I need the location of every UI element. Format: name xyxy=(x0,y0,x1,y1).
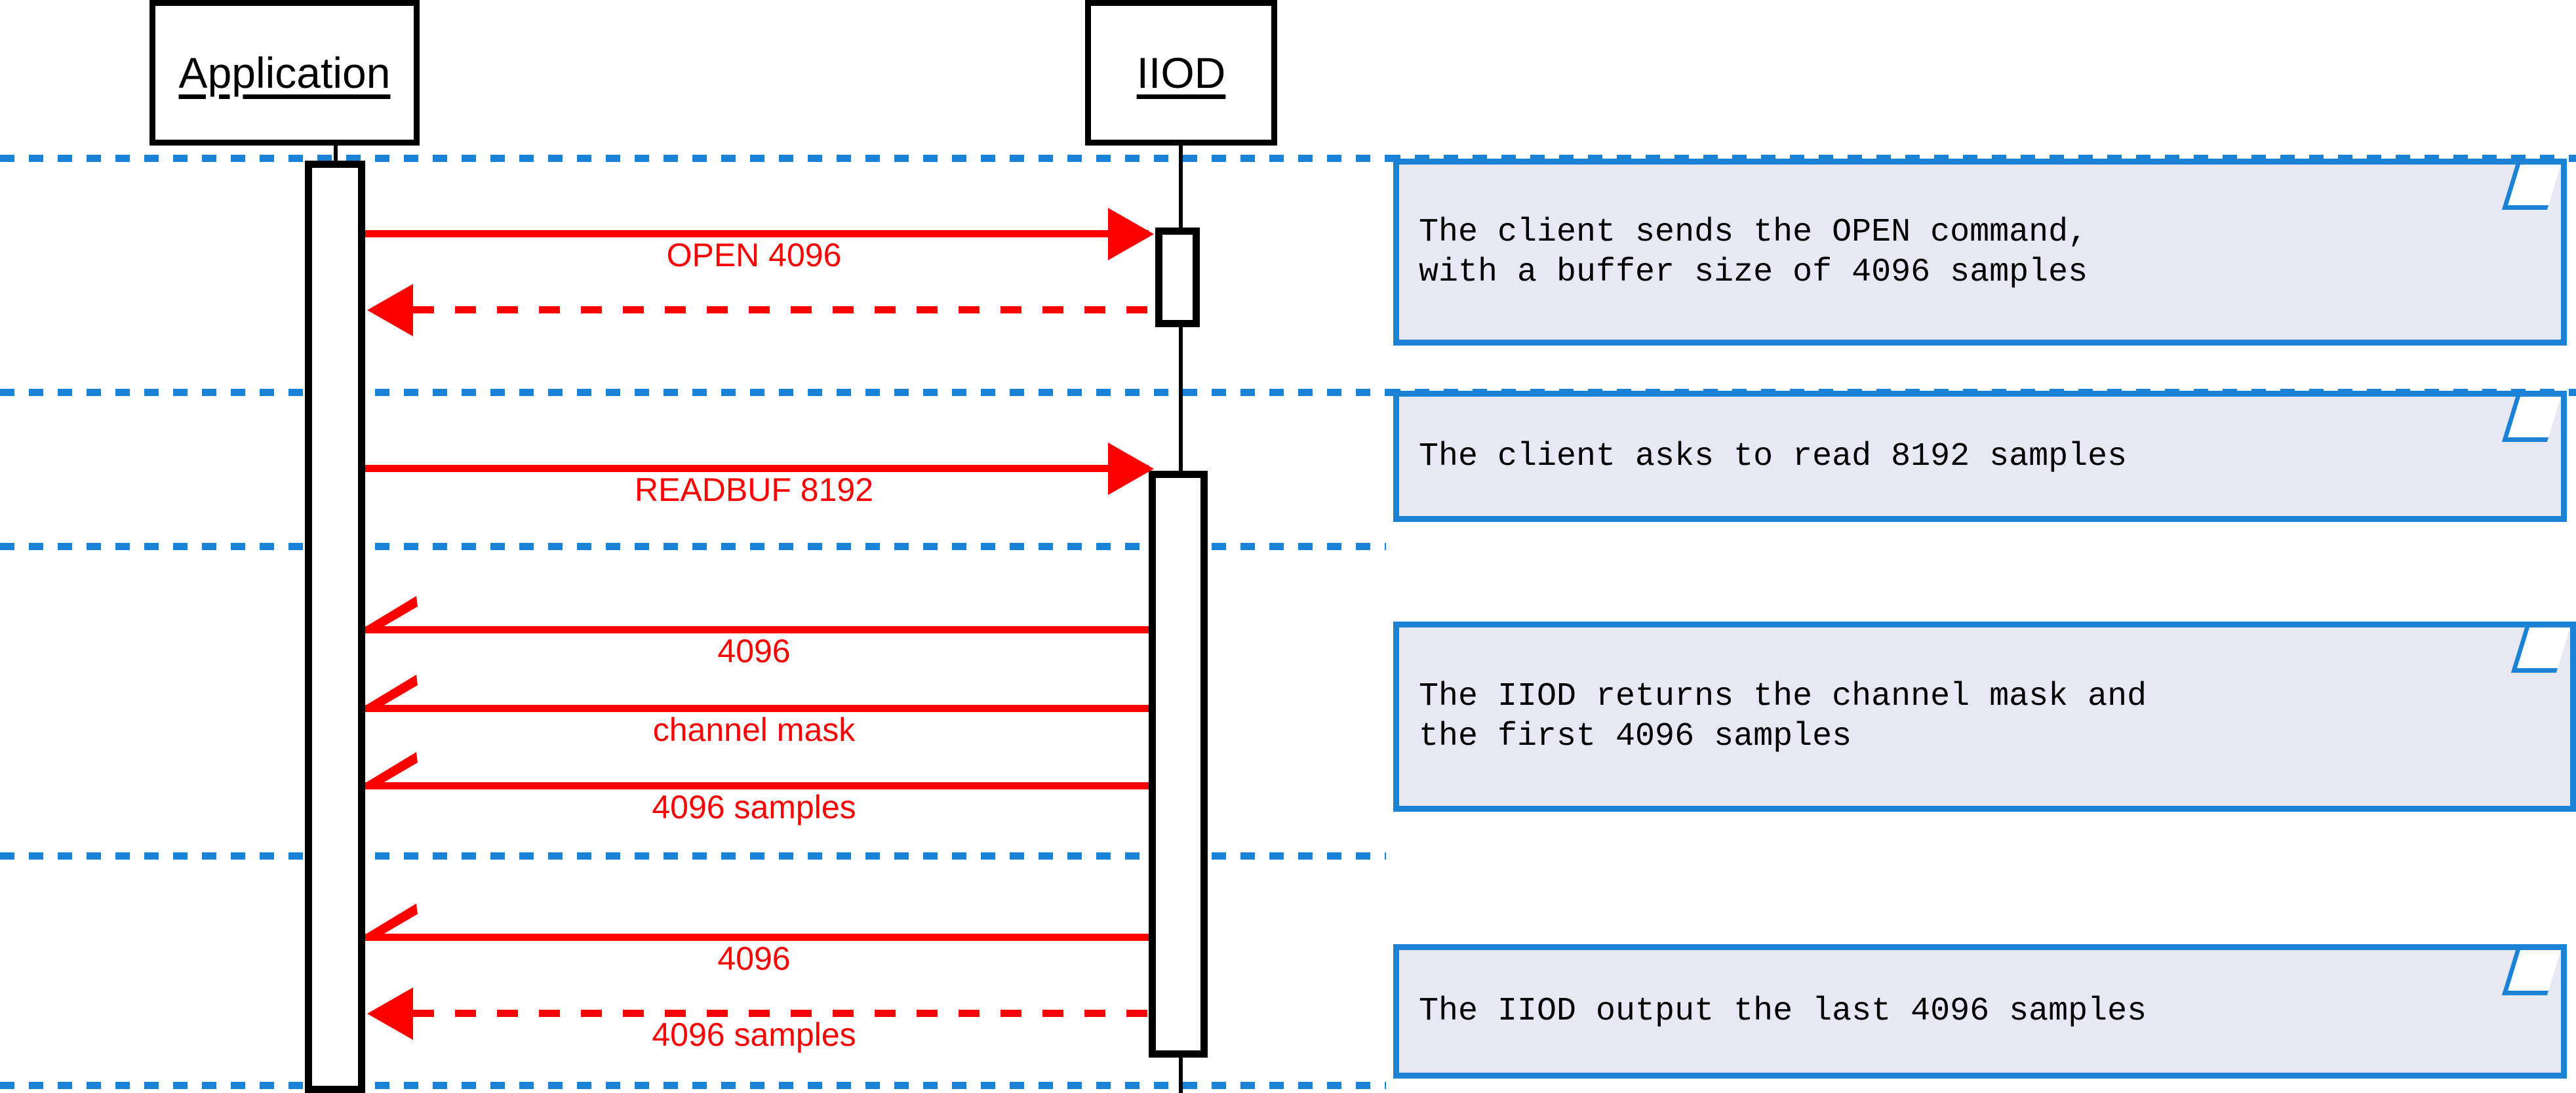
message-line-samples-first xyxy=(365,782,1149,789)
message-label-count-1: 4096 xyxy=(717,633,791,669)
note-fold-corner-icon xyxy=(2510,627,2570,673)
separator-line-3 xyxy=(0,543,1386,550)
note-fold-corner-icon xyxy=(2501,397,2561,442)
activation-bar-iiod-readbuf[interactable] xyxy=(1149,471,1208,1058)
note-fold-corner-icon xyxy=(2501,950,2561,995)
lifeline-stem-iiod-mid xyxy=(1179,327,1183,473)
lifeline-header-application[interactable]: Application xyxy=(149,0,420,146)
lifeline-label-iiod: IIOD xyxy=(1136,49,1226,97)
note-first-samples[interactable]: The IIOD returns the channel mask and th… xyxy=(1393,622,2576,812)
lifeline-stem-iiod-top xyxy=(1179,146,1183,229)
arrowhead-readbuf xyxy=(1108,443,1154,495)
arrowhead-samples-first xyxy=(365,751,418,785)
message-label-count-2: 4096 xyxy=(717,940,791,977)
arrowhead-channel-mask xyxy=(365,673,418,707)
note-last-samples[interactable]: The IIOD output the last 4096 samples xyxy=(1393,944,2567,1079)
message-line-open-return xyxy=(413,306,1154,313)
message-line-channel-mask xyxy=(365,705,1149,712)
separator-line-2 xyxy=(0,389,1386,396)
message-line-samples-last xyxy=(413,1010,1154,1017)
message-label-samples-first: 4096 samples xyxy=(652,789,856,825)
separator-line-1 xyxy=(0,155,1386,162)
activation-bar-iiod-open[interactable] xyxy=(1155,228,1200,327)
note-text-last-samples: The IIOD output the last 4096 samples xyxy=(1419,993,2147,1030)
lifeline-header-iiod[interactable]: IIOD xyxy=(1085,0,1277,146)
arrowhead-count-1 xyxy=(365,595,418,629)
message-label-samples-last: 4096 samples xyxy=(652,1016,856,1053)
lifeline-label-application: Application xyxy=(178,49,391,97)
separator-line-4 xyxy=(0,852,1386,860)
arrowhead-open xyxy=(1108,208,1154,260)
separator-line-1-right xyxy=(1386,155,2576,162)
message-line-readbuf xyxy=(365,465,1149,472)
message-line-open xyxy=(365,230,1149,237)
message-line-count-1 xyxy=(365,626,1149,633)
message-label-channel-mask: channel mask xyxy=(652,711,856,748)
arrowhead-samples-last xyxy=(367,987,413,1040)
separator-line-5 xyxy=(0,1082,1386,1089)
lifeline-stem-application xyxy=(334,146,338,172)
note-text-first-samples: The IIOD returns the channel mask and th… xyxy=(1419,678,2147,755)
note-open[interactable]: The client sends the OPEN command, with … xyxy=(1393,159,2567,346)
message-label-open: OPEN 4096 xyxy=(666,237,842,273)
note-fold-corner-icon xyxy=(2501,165,2561,210)
note-text-readbuf: The client asks to read 8192 samples xyxy=(1419,437,2128,475)
lifeline-stem-iiod-bottom xyxy=(1179,1058,1183,1093)
arrowhead-count-2 xyxy=(365,902,418,936)
message-label-readbuf: READBUF 8192 xyxy=(634,471,874,508)
arrowhead-open-return xyxy=(367,284,413,336)
activation-bar-application[interactable] xyxy=(305,161,365,1093)
note-text-open: The client sends the OPEN command, with … xyxy=(1419,213,2088,291)
note-readbuf[interactable]: The client asks to read 8192 samples xyxy=(1393,391,2567,522)
message-line-count-2 xyxy=(365,934,1149,941)
